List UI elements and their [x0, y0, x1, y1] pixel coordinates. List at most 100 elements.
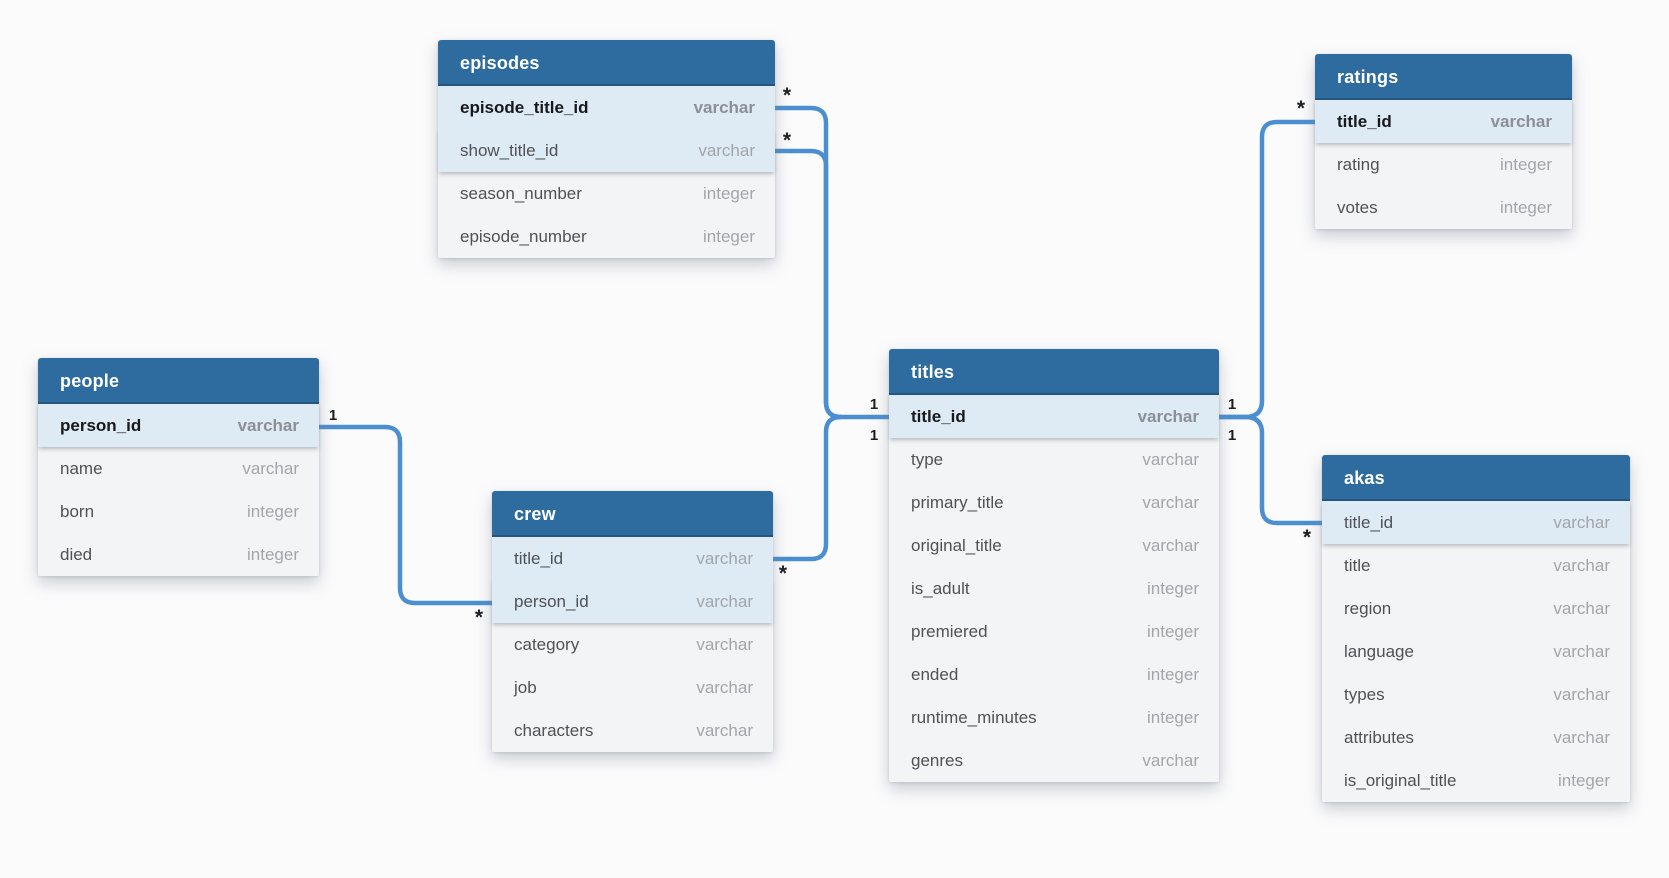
column-name: types	[1344, 684, 1385, 704]
column-type: varchar	[696, 548, 753, 568]
column-type: varchar	[1142, 449, 1199, 469]
column-type: integer	[703, 226, 755, 246]
table-titles-header[interactable]: titles	[889, 349, 1219, 395]
column-name: person_id	[60, 415, 142, 435]
cardinality-label: 1	[1228, 427, 1236, 444]
table-episodes-header[interactable]: episodes	[438, 40, 775, 86]
cardinality-label: 1	[870, 427, 878, 444]
column-name: title_id	[1344, 512, 1394, 532]
column-name: title_id	[911, 406, 966, 426]
column-type: varchar	[1553, 727, 1610, 747]
column-type: varchar	[1553, 512, 1610, 532]
column-name: region	[1344, 598, 1392, 618]
column-name: job	[514, 677, 537, 697]
connector-people-crew	[319, 424, 492, 606]
column-name: original_title	[911, 535, 1002, 555]
row-akas-title-id[interactable]: title_id varchar	[1322, 501, 1630, 544]
column-name: primary_title	[911, 492, 1004, 512]
row-titles-primary-title[interactable]: primary_title varchar	[889, 481, 1219, 524]
row-episodes-episode-number[interactable]: episode_number integer	[438, 215, 775, 258]
column-name: died	[60, 544, 93, 564]
connector-episodes-titles-episode	[775, 105, 889, 420]
row-titles-original-title[interactable]: original_title varchar	[889, 524, 1219, 567]
column-type: varchar	[1142, 535, 1199, 555]
column-name: name	[60, 458, 103, 478]
row-crew-title-id[interactable]: title_id varchar	[492, 537, 773, 580]
table-akas-header[interactable]: akas	[1322, 455, 1630, 501]
column-type: integer	[1147, 578, 1199, 598]
column-name: season_number	[460, 183, 582, 203]
cardinality-label: *	[779, 562, 788, 585]
column-type: integer	[1500, 197, 1552, 217]
column-type: varchar	[696, 720, 753, 740]
column-type: integer	[1558, 770, 1610, 790]
row-episodes-season-number[interactable]: season_number integer	[438, 172, 775, 215]
column-name: episode_title_id	[460, 97, 589, 117]
column-type: varchar	[1142, 492, 1199, 512]
row-titles-ended[interactable]: ended integer	[889, 653, 1219, 696]
cardinality-label: 1	[1228, 396, 1236, 413]
table-crew-header[interactable]: crew	[492, 491, 773, 537]
table-ratings-header[interactable]: ratings	[1315, 54, 1572, 100]
row-titles-is-adult[interactable]: is_adult integer	[889, 567, 1219, 610]
row-people-person-id[interactable]: person_id varchar	[38, 404, 319, 447]
column-name: runtime_minutes	[911, 707, 1037, 727]
column-name: episode_number	[460, 226, 587, 246]
row-akas-region[interactable]: region varchar	[1322, 587, 1630, 630]
cardinality-label: *	[1303, 526, 1312, 549]
cardinality-label: *	[783, 84, 792, 107]
column-type: varchar	[698, 140, 755, 160]
column-type: integer	[703, 183, 755, 203]
column-type: varchar	[1137, 406, 1199, 426]
column-type: varchar	[1553, 555, 1610, 575]
cardinality-label: *	[1297, 97, 1306, 120]
column-type: integer	[1147, 664, 1199, 684]
column-type: varchar	[1553, 641, 1610, 661]
column-type: integer	[247, 501, 299, 521]
cardinality-label: *	[783, 129, 792, 152]
column-type: integer	[1147, 621, 1199, 641]
row-titles-title-id[interactable]: title_id varchar	[889, 395, 1219, 438]
column-name: genres	[911, 750, 963, 770]
column-name: title_id	[514, 548, 564, 568]
row-titles-premiered[interactable]: premiered integer	[889, 610, 1219, 653]
connector-titles-akas	[1219, 414, 1322, 526]
column-name: ended	[911, 664, 959, 684]
column-type: varchar	[696, 591, 753, 611]
column-name: premiered	[911, 621, 988, 641]
column-type: varchar	[1553, 598, 1610, 618]
column-name: is_adult	[911, 578, 970, 598]
table-people-header[interactable]: people	[38, 358, 319, 404]
column-name: title_id	[1337, 111, 1392, 131]
cardinality-label: *	[475, 606, 484, 629]
row-crew-characters[interactable]: characters varchar	[492, 709, 773, 752]
column-name: characters	[514, 720, 594, 740]
column-type: varchar	[237, 415, 299, 435]
